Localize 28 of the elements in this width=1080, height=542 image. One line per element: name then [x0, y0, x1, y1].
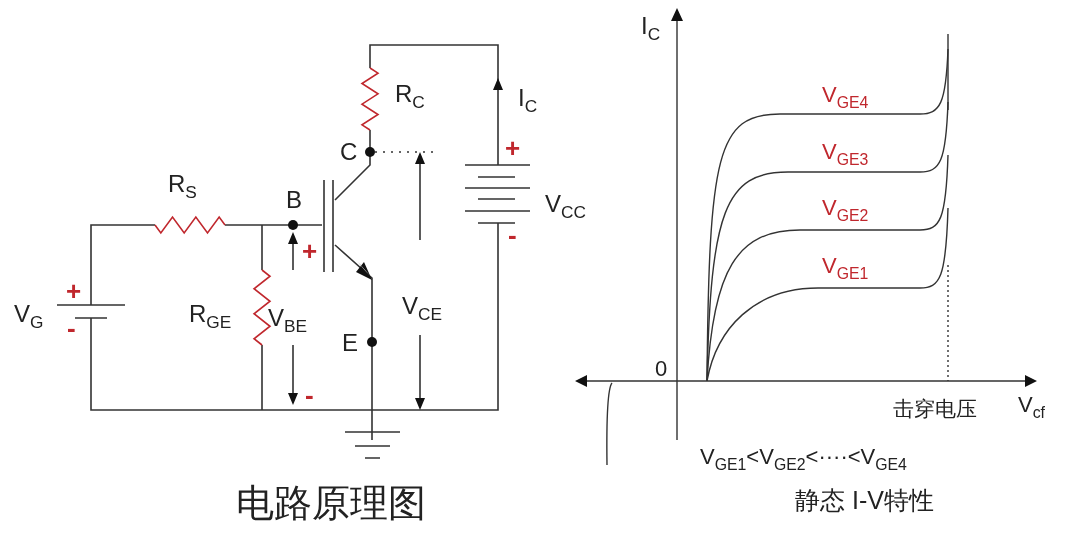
voltage-label: V$_{BE}$	[268, 306, 308, 330]
resistor-label: R$_{S}$	[168, 172, 197, 196]
polarity-sign: +	[66, 278, 82, 304]
resistor-label: R$_{C}$	[395, 82, 425, 106]
caption: 静态 I-V特性	[795, 488, 934, 513]
curve-label: V$_{GE3}$	[822, 141, 869, 163]
polarity-sign: -	[67, 315, 76, 341]
resistor-label: R$_{GE}$	[189, 302, 232, 326]
curve-label: V$_{GE2}$	[822, 197, 869, 219]
terminal-label: C	[340, 140, 358, 164]
inequality-note: V$_{GE1}$<V$_{GE2}$<····<V$_{GE4}$	[700, 446, 907, 468]
origin-label: 0	[655, 358, 668, 380]
terminal-label: B	[286, 188, 302, 212]
curve-label: V$_{GE4}$	[822, 84, 869, 106]
terminal-label: E	[342, 331, 358, 355]
polarity-sign: -	[305, 382, 314, 408]
curve-label: V$_{GE1}$	[822, 255, 869, 277]
current-label: I$_{C}$	[518, 86, 538, 110]
polarity-sign: +	[302, 238, 318, 264]
axis-label: V$_{cf}$	[1018, 394, 1045, 416]
axis-label: 击穿电压	[893, 398, 977, 419]
voltage-label: V$_{CE}$	[402, 294, 442, 318]
voltage-label: V$_{G}$	[14, 302, 44, 326]
axis-label: I$_{C}$	[641, 14, 661, 38]
voltage-label: V$_{CC}$	[545, 192, 586, 216]
caption: 电路原理图	[236, 484, 426, 522]
polarity-sign: +	[505, 135, 521, 161]
polarity-sign: -	[508, 222, 517, 248]
